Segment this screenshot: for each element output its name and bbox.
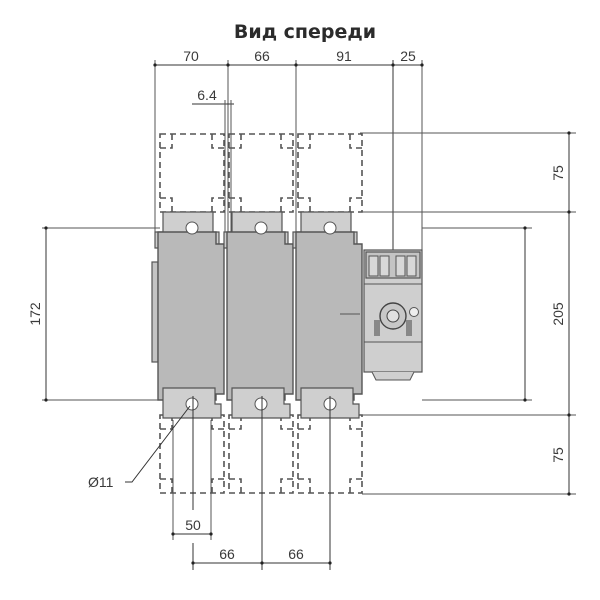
- dim-pitch-66-1: 66: [219, 546, 235, 562]
- pole-1: [154, 211, 225, 419]
- dim-width-50: 50: [185, 517, 201, 533]
- dim-right-75-top: 75: [550, 165, 566, 181]
- right-dimensions: 75 205 75: [523, 131, 571, 496]
- dim-offset-6-4: 6.4: [197, 87, 217, 103]
- dim-top-25: 25: [400, 48, 416, 64]
- pole-3: [292, 211, 363, 419]
- hole-diameter-leader: Ø11: [88, 405, 191, 490]
- dim-top-91: 91: [336, 48, 352, 64]
- offset-dimension: 6.4: [192, 87, 234, 232]
- dim-top-70: 70: [183, 48, 199, 64]
- motor-operator-module: [363, 249, 423, 381]
- dim-pitch-66-2: 66: [288, 546, 304, 562]
- pole-2: [223, 211, 294, 419]
- horizontal-extension-lines: [42, 132, 576, 495]
- upper-clearance-zones: [159, 133, 363, 213]
- dim-right-205: 205: [550, 302, 566, 326]
- lower-clearance-zones: [159, 414, 363, 494]
- pole-center-lines: [172, 396, 331, 570]
- dim-right-75-bottom: 75: [550, 447, 566, 463]
- dim-top-66: 66: [254, 48, 270, 64]
- left-height-dimension: 172: [27, 226, 48, 402]
- top-dimension-chain: 70 66 91 25: [153, 48, 424, 330]
- drawing-title: Вид спереди: [234, 21, 376, 43]
- bottom-dimensions: 50 66 66: [171, 517, 332, 565]
- dim-hole-diameter: Ø11: [88, 474, 114, 490]
- breaker-body: [151, 211, 423, 419]
- dim-height-172: 172: [27, 302, 43, 326]
